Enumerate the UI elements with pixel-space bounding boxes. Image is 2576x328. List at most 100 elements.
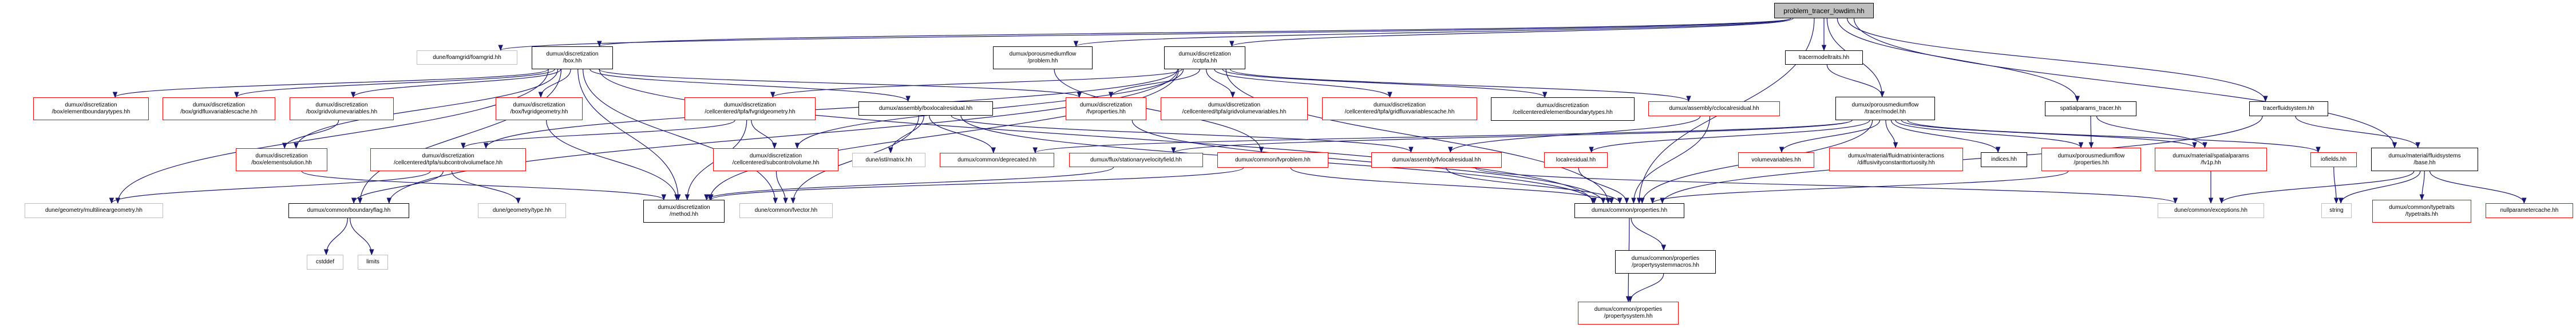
graph-node[interactable]: dune/istl/matrix.hh xyxy=(852,153,925,167)
graph-node[interactable]: dumux/flux/stationaryvelocityfield.hh xyxy=(1069,153,1203,167)
dependency-edge xyxy=(1631,218,1667,251)
graph-node[interactable]: dumux/discretization /box/gridvolumevari… xyxy=(290,97,394,120)
graph-node[interactable]: dumux/discretization /cellcentered/tpfa/… xyxy=(1322,97,1477,120)
graph-node[interactable]: dumux/discretization /box.hh xyxy=(532,46,613,69)
graph-node[interactable]: dumux/common/deprecated.hh xyxy=(940,153,1054,167)
graph-node[interactable]: string xyxy=(2321,203,2352,218)
graph-node[interactable]: dumux/common/fvproblem.hh xyxy=(1217,152,1328,168)
dependency-edge xyxy=(577,69,681,201)
dependency-edge xyxy=(1131,120,1606,204)
dependency-edge xyxy=(301,171,666,201)
dependency-edge xyxy=(2295,116,2420,149)
root-node: problem_tracer_lowdim.hh xyxy=(1774,3,1874,18)
graph-node[interactable]: tracermodeltraits.hh xyxy=(1785,50,1863,65)
graph-node[interactable]: dumux/discretization /fvproperties.hh xyxy=(1066,97,1146,120)
dependency-edge xyxy=(1650,171,2069,204)
dependency-edge xyxy=(1578,167,1629,204)
graph-node[interactable]: dumux/common/typetraits /typetraits.hh xyxy=(2372,200,2471,223)
graph-node[interactable]: indices.hh xyxy=(1981,152,2027,167)
graph-node[interactable]: dumux/common/properties.hh xyxy=(1574,203,1684,218)
graph-node[interactable]: limits xyxy=(358,255,388,270)
graph-node[interactable]: dumux/discretization /cellcentered/eleme… xyxy=(1491,97,1635,121)
graph-node[interactable]: volumevariables.hh xyxy=(1738,152,1814,168)
graph-node[interactable]: tracerfluidsystem.hh xyxy=(2249,101,2328,116)
dependency-edge xyxy=(461,120,735,149)
dependency-edge xyxy=(1589,120,1870,153)
graph-node[interactable]: dumux/discretization /box/elementboundar… xyxy=(33,97,149,120)
graph-node[interactable]: dumux/common/properties /propertysystemm… xyxy=(1615,250,1716,274)
graph-node[interactable]: dumux/discretization /cellcentered/subco… xyxy=(713,148,838,171)
dependency-edge xyxy=(1627,273,1664,303)
dependency-edge xyxy=(888,115,924,154)
dependency-edge xyxy=(2219,171,2415,204)
dependency-edge xyxy=(323,218,349,256)
graph-node[interactable]: localresidual.hh xyxy=(1544,152,1608,168)
dependency-edge xyxy=(1229,18,1794,48)
dependency-edge xyxy=(483,69,1178,149)
graph-node[interactable]: dumux/porousmediumflow /properties.hh xyxy=(2041,148,2141,171)
graph-node[interactable]: dumux/porousmediumflow /tracer/model.hh xyxy=(1835,97,1935,120)
graph-node[interactable]: dune/geometry/type.hh xyxy=(478,203,566,218)
dependency-edge xyxy=(1290,167,1614,204)
graph-node[interactable]: dumux/discretization /box/gridfluxvariab… xyxy=(163,97,275,120)
graph-node[interactable]: dumux/material/spatialparams /fv1p.hh xyxy=(2155,148,2267,171)
dependency-edge xyxy=(113,69,549,98)
dependency-edge xyxy=(589,69,911,102)
dependency-edge xyxy=(1779,120,1881,153)
graph-node[interactable]: dumux/common/properties /propertysystem.… xyxy=(1578,302,1679,325)
dependency-edge xyxy=(1631,116,1711,204)
dependency-edge xyxy=(350,69,561,98)
dependency-edge xyxy=(951,115,1414,153)
graph-node[interactable]: dumux/discretization /cellcentered/tpfa/… xyxy=(684,97,816,120)
graph-node[interactable]: cstddef xyxy=(307,255,343,270)
graph-node[interactable]: dumux/material/fluidmatrixinteractions /… xyxy=(1829,148,1963,171)
dependency-edge xyxy=(115,69,549,204)
graph-node[interactable]: dumux/assembly/fvlocalresidual.hh xyxy=(1371,152,1502,168)
graph-node[interactable]: spatialparams_tracer.hh xyxy=(2045,101,2136,116)
graph-node[interactable]: iofields.hh xyxy=(2310,152,2357,167)
graph-node[interactable]: dumux/discretization /cellcentered/tpfa/… xyxy=(1161,97,1308,120)
dependency-edge xyxy=(2338,171,2421,204)
graph-node[interactable]: dumux/common/boundaryflag.hh xyxy=(288,203,409,218)
dependency-edge xyxy=(351,171,444,204)
graph-node[interactable]: dumux/discretization /method.hh xyxy=(643,200,725,223)
dependency-edge xyxy=(1214,69,1392,98)
dependency-edge xyxy=(546,120,679,201)
graph-node[interactable]: dumux/discretization /cctpfa.hh xyxy=(1164,46,1245,69)
dependency-edge xyxy=(1054,69,1264,153)
graph-node[interactable]: dune/common/fvector.hh xyxy=(739,203,833,218)
dependency-edge xyxy=(1205,69,1236,98)
graph-node[interactable]: dumux/discretization /box/elementsolutio… xyxy=(236,148,327,171)
graph-node[interactable]: nullparametercache.hh xyxy=(2486,203,2573,218)
dependency-edge xyxy=(1108,69,1200,98)
dependency-edge xyxy=(1446,167,1623,204)
graph-node[interactable]: dune/geometry/multilineargeometry.hh xyxy=(25,203,163,218)
dependency-edge xyxy=(751,120,777,149)
graph-node[interactable]: dumux/assembly/boxlocalresidual.hh xyxy=(858,101,993,116)
graph-node[interactable]: dune/common/exceptions.hh xyxy=(2158,203,2264,218)
dependency-edge xyxy=(538,69,571,98)
dependency-edge xyxy=(1222,69,1548,98)
graph-node[interactable]: dumux/discretization /cellcentered/tpfa/… xyxy=(370,148,526,171)
graph-node[interactable]: dumux/assembly/cclocalresidual.hh xyxy=(1648,101,1780,116)
graph-node[interactable]: dumux/material/fluidsystems /base.hh xyxy=(2371,148,2478,171)
dependency-edge xyxy=(929,115,996,154)
dependency-edge xyxy=(597,18,1791,48)
dependency-edge xyxy=(709,167,1244,201)
graph-node[interactable]: dumux/discretization /box/fvgridgeometry… xyxy=(496,97,583,120)
dependency-edge xyxy=(2096,116,2207,149)
dependency-edge xyxy=(2333,167,2339,204)
dependency-edge xyxy=(386,69,1178,204)
dependency-edge xyxy=(1171,120,1853,154)
dependency-edge xyxy=(234,69,555,98)
dependency-edge xyxy=(2429,171,2527,204)
dependency-edge xyxy=(770,69,1182,98)
dependency-edge xyxy=(775,171,788,204)
dependency-edge xyxy=(294,69,559,149)
dependency-edge xyxy=(451,171,521,204)
graph-node[interactable]: dumux/porousmediumflow /problem.hh xyxy=(993,46,1093,69)
dependency-edge xyxy=(1475,167,2178,204)
graph-node[interactable]: dune/foamgrid/foamgrid.hh xyxy=(417,50,517,65)
